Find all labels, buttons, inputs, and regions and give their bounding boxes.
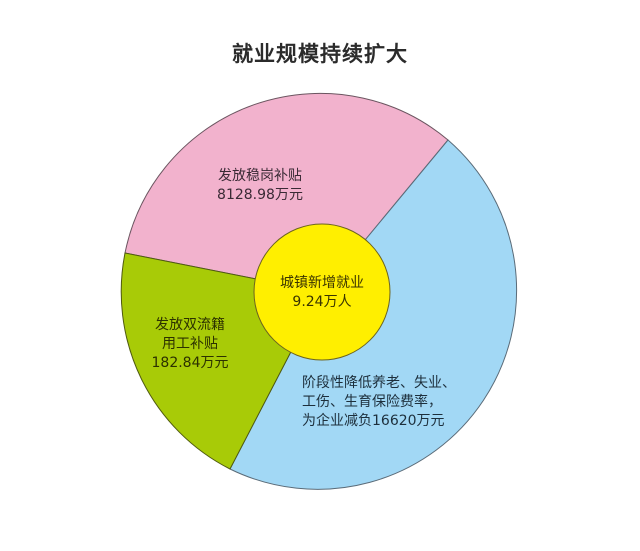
label-line: 用工补贴 bbox=[162, 336, 218, 352]
label-value: 9.24万人 bbox=[292, 294, 352, 310]
label-value: 8128.98万元 bbox=[217, 187, 303, 203]
label-value: 182.84万元 bbox=[151, 355, 229, 371]
label-line: 发放双流籍 bbox=[155, 317, 225, 333]
slice-label-shuangliu-subsidy: 发放双流籍 用工补贴 182.84万元 bbox=[140, 316, 240, 373]
slice-label-wage-stabilization: 发放稳岗补贴 8128.98万元 bbox=[200, 167, 320, 205]
center-label-new-employment: 城镇新增就业 9.24万人 bbox=[252, 274, 392, 312]
label-line: 阶段性降低养老、失业、 bbox=[302, 375, 456, 391]
label-line: 城镇新增就业 bbox=[280, 275, 364, 291]
slice-wage-stabilization-subsidy bbox=[124, 92, 449, 293]
label-line: 发放稳岗补贴 bbox=[218, 168, 302, 184]
center-new-employment-circle bbox=[253, 223, 391, 361]
chart-title: 就业规模持续扩大 bbox=[232, 41, 408, 66]
label-line: 工伤、生育保险费率， bbox=[302, 394, 442, 410]
slice-label-insurance-reduction: 阶段性降低养老、失业、 工伤、生育保险费率， 为企业减负16620万元 bbox=[302, 374, 502, 431]
label-value: 为企业减负16620万元 bbox=[302, 413, 445, 429]
